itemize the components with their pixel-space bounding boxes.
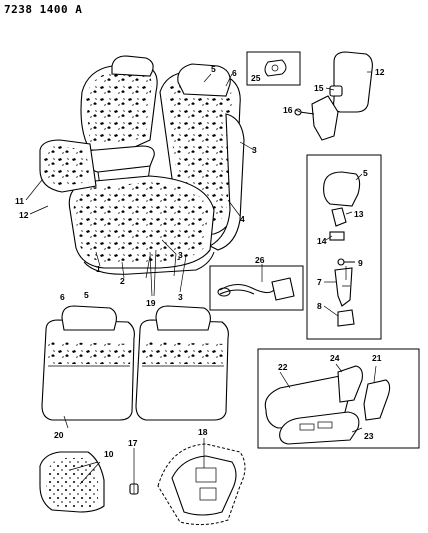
callout-5: 5 (363, 168, 368, 178)
foam-pad-part-10 (39, 451, 105, 513)
callout-5: 5 (84, 290, 89, 300)
rear-seat-assembly (41, 305, 229, 421)
callout-26: 26 (255, 255, 265, 265)
callout-3: 3 (252, 145, 257, 155)
callout-14: 14 (317, 236, 327, 246)
bench-seat-assembly (39, 55, 245, 279)
callout-9: 9 (358, 258, 363, 268)
callout-4: 4 (240, 214, 245, 224)
clip-part-17 (129, 483, 139, 495)
callout-8: 8 (317, 301, 322, 311)
callout-1: 1 (96, 264, 101, 274)
callout-labels: 5 6 3 4 11 12 1 2 3 19 3 25 12 15 16 5 1… (15, 64, 385, 459)
callout-3: 3 (178, 250, 183, 260)
callout-16: 16 (283, 105, 293, 115)
callout-21: 21 (372, 353, 382, 363)
leader-lines (25, 71, 377, 485)
callout-10: 10 (104, 449, 114, 459)
callout-19: 19 (146, 298, 156, 308)
callout-2: 2 (120, 276, 125, 286)
callout-12: 12 (19, 210, 29, 220)
cable-assembly-group (209, 265, 304, 311)
trim-panel-group (257, 348, 420, 449)
callout-7: 7 (317, 277, 322, 287)
callout-15: 15 (314, 83, 324, 93)
callout-6: 6 (60, 292, 65, 302)
part-25-group (246, 51, 301, 86)
callout-25: 25 (251, 73, 261, 83)
callout-24: 24 (330, 353, 340, 363)
callout-17: 17 (128, 438, 138, 448)
callout-23: 23 (364, 431, 374, 441)
headrest-bracket-group (294, 51, 373, 141)
diagram-code: 7238 1400 A (4, 3, 83, 16)
callout-18: 18 (198, 427, 208, 437)
cushion-frame-part-18 (157, 443, 246, 526)
callout-22: 22 (278, 362, 288, 372)
callout-13: 13 (354, 209, 364, 219)
callout-6: 6 (232, 68, 237, 78)
headrest-guide-group (306, 154, 382, 340)
callout-20: 20 (54, 430, 64, 440)
callout-3: 3 (178, 292, 183, 302)
callout-5: 5 (211, 64, 216, 74)
callout-11: 11 (15, 196, 24, 206)
callout-12: 12 (375, 67, 385, 77)
